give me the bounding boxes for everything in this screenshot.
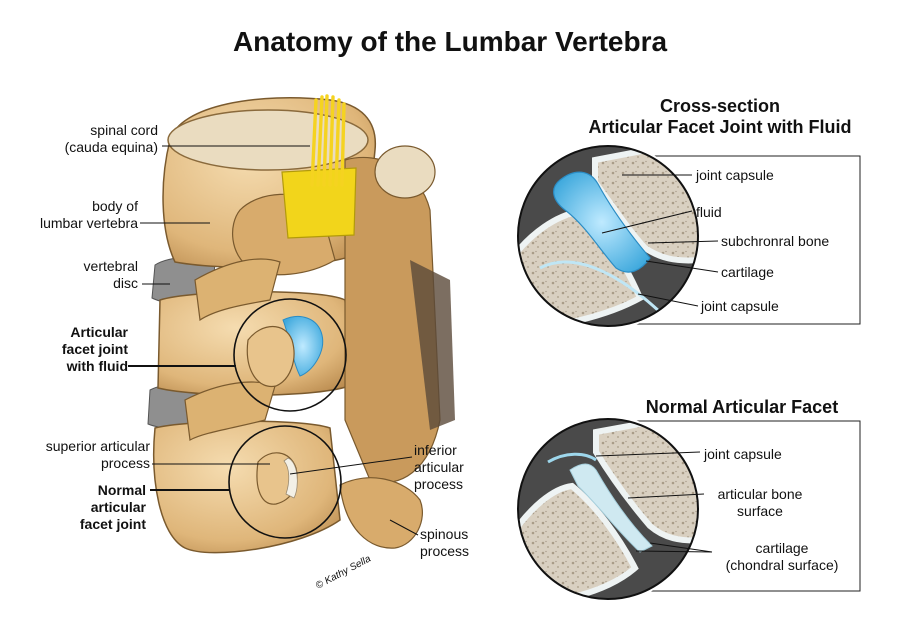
nf-label-joint-capsule: joint capsule (704, 446, 782, 462)
spine-shadow (410, 260, 455, 430)
cross-section-leaders (601, 174, 719, 307)
cs-label-joint-capsule-bottom: joint capsule (701, 298, 779, 314)
facet-cartilage (283, 457, 298, 499)
cross-section-heading: Cross-section Articular Facet Joint with… (588, 96, 852, 137)
cross-section-panel (515, 143, 861, 329)
cs-label-joint-capsule-top: joint capsule (696, 167, 774, 183)
joint-space-normal (569, 463, 653, 553)
nf-label-cartilage: cartilage (chondral surface) (725, 540, 839, 573)
label-superior-process: superior articular process (45, 438, 150, 471)
label-vertebra-body: body of lumbar vertebra (39, 198, 138, 231)
cs-label-subchondral-bone: subchronral bone (721, 233, 830, 249)
spine-illustration (147, 94, 455, 554)
facet-cap (374, 145, 436, 199)
normal-facet-leaders (595, 451, 713, 553)
cs-label-fluid: fluid (696, 204, 722, 220)
fluid-region (553, 171, 651, 273)
spinous-process-shape (339, 477, 423, 549)
page-title: Anatomy of the Lumbar Vertebra (232, 26, 668, 57)
cs-label-cartilage: cartilage (721, 264, 774, 280)
nf-label-articular-bone-surface: articular bone surface (717, 486, 803, 519)
capsule-line-top (539, 260, 662, 314)
label-facet-fluid: Articular facet joint with fluid (61, 324, 128, 374)
focus-circle-normal (228, 425, 342, 539)
cauda-equina-strands (310, 94, 346, 187)
label-spinous-process: spinous process (420, 526, 470, 559)
label-normal-facet-joint: Normal articular facet joint (79, 482, 146, 532)
superior-process-upper (246, 326, 295, 388)
main-leaders (128, 145, 419, 536)
label-inferior-process: inferior articular process (414, 442, 464, 492)
normal-facet-heading: Normal Articular Facet (645, 397, 839, 417)
transverse-process-upper (194, 258, 281, 322)
capsule-line-normal (547, 452, 597, 464)
focus-circle-fluid (233, 298, 347, 412)
label-spinal-cord: spinal cord (cauda equina) (64, 122, 158, 155)
label-vertebral-disc: vertebral disc (83, 258, 138, 291)
